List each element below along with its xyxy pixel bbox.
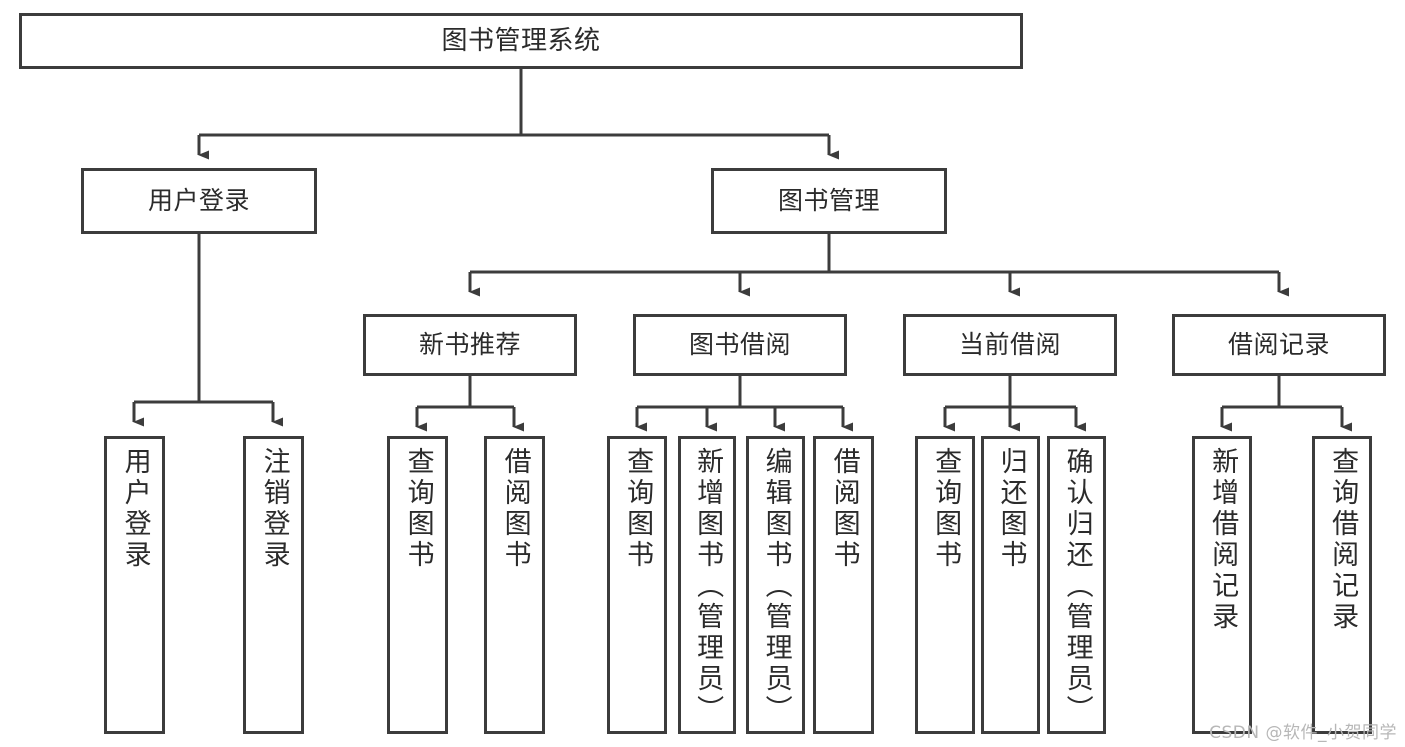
node-current-borrow-label: 当前借阅: [958, 330, 1061, 360]
node-leaf-edit-book-admin[interactable]: 编辑图书（管理员）: [746, 436, 805, 734]
node-leaf-user-logout-label: 注销登录: [258, 447, 290, 571]
node-leaf-query-book-bw[interactable]: 查询图书: [607, 436, 667, 734]
node-leaf-add-borrow-record-label: 新增借阅记录: [1207, 447, 1239, 633]
node-leaf-borrow-book-rec-label: 借阅图书: [499, 447, 531, 571]
node-root-label: 图书管理系统: [441, 25, 601, 56]
node-leaf-return-book-label: 归还图书: [995, 447, 1027, 571]
node-new-book-rec-label: 新书推荐: [418, 330, 521, 360]
node-leaf-query-book-rec[interactable]: 查询图书: [387, 436, 448, 734]
node-user-login[interactable]: 用户登录: [81, 168, 317, 234]
node-leaf-query-borrow-record[interactable]: 查询借阅记录: [1312, 436, 1372, 734]
node-current-borrow[interactable]: 当前借阅: [903, 314, 1117, 376]
node-leaf-confirm-return-admin-label: 确认归还（管理员）: [1061, 447, 1093, 726]
node-borrow-record-label: 借阅记录: [1227, 330, 1330, 360]
node-leaf-return-book[interactable]: 归还图书: [981, 436, 1040, 734]
node-leaf-query-book-rec-label: 查询图书: [402, 447, 434, 571]
node-leaf-add-borrow-record[interactable]: 新增借阅记录: [1192, 436, 1252, 734]
node-leaf-edit-book-admin-label: 编辑图书（管理员）: [760, 447, 792, 726]
node-leaf-query-borrow-record-label: 查询借阅记录: [1327, 447, 1359, 633]
node-book-manage-label: 图书管理: [777, 186, 880, 216]
node-leaf-query-book-bw-label: 查询图书: [622, 447, 654, 571]
node-leaf-query-book-cur-label: 查询图书: [930, 447, 962, 571]
node-leaf-borrow-book-bw[interactable]: 借阅图书: [813, 436, 874, 734]
node-leaf-add-book-admin-label: 新增图书（管理员）: [692, 447, 724, 726]
node-leaf-borrow-book-rec[interactable]: 借阅图书: [484, 436, 545, 734]
node-new-book-rec[interactable]: 新书推荐: [363, 314, 577, 376]
node-user-login-label: 用户登录: [147, 186, 250, 216]
csdn-watermark: CSDN @软件_小贺同学: [1209, 723, 1397, 743]
node-book-manage[interactable]: 图书管理: [711, 168, 947, 234]
node-book-borrow[interactable]: 图书借阅: [633, 314, 847, 376]
node-leaf-user-login-label: 用户登录: [119, 447, 151, 571]
node-leaf-add-book-admin[interactable]: 新增图书（管理员）: [678, 436, 736, 734]
node-leaf-query-book-cur[interactable]: 查询图书: [915, 436, 975, 734]
node-leaf-user-login[interactable]: 用户登录: [104, 436, 165, 734]
node-book-borrow-label: 图书借阅: [688, 330, 791, 360]
node-root[interactable]: 图书管理系统: [19, 13, 1023, 69]
node-leaf-user-logout[interactable]: 注销登录: [243, 436, 304, 734]
node-leaf-confirm-return-admin[interactable]: 确认归还（管理员）: [1047, 436, 1106, 734]
node-borrow-record[interactable]: 借阅记录: [1172, 314, 1386, 376]
node-leaf-borrow-book-bw-label: 借阅图书: [828, 447, 860, 571]
